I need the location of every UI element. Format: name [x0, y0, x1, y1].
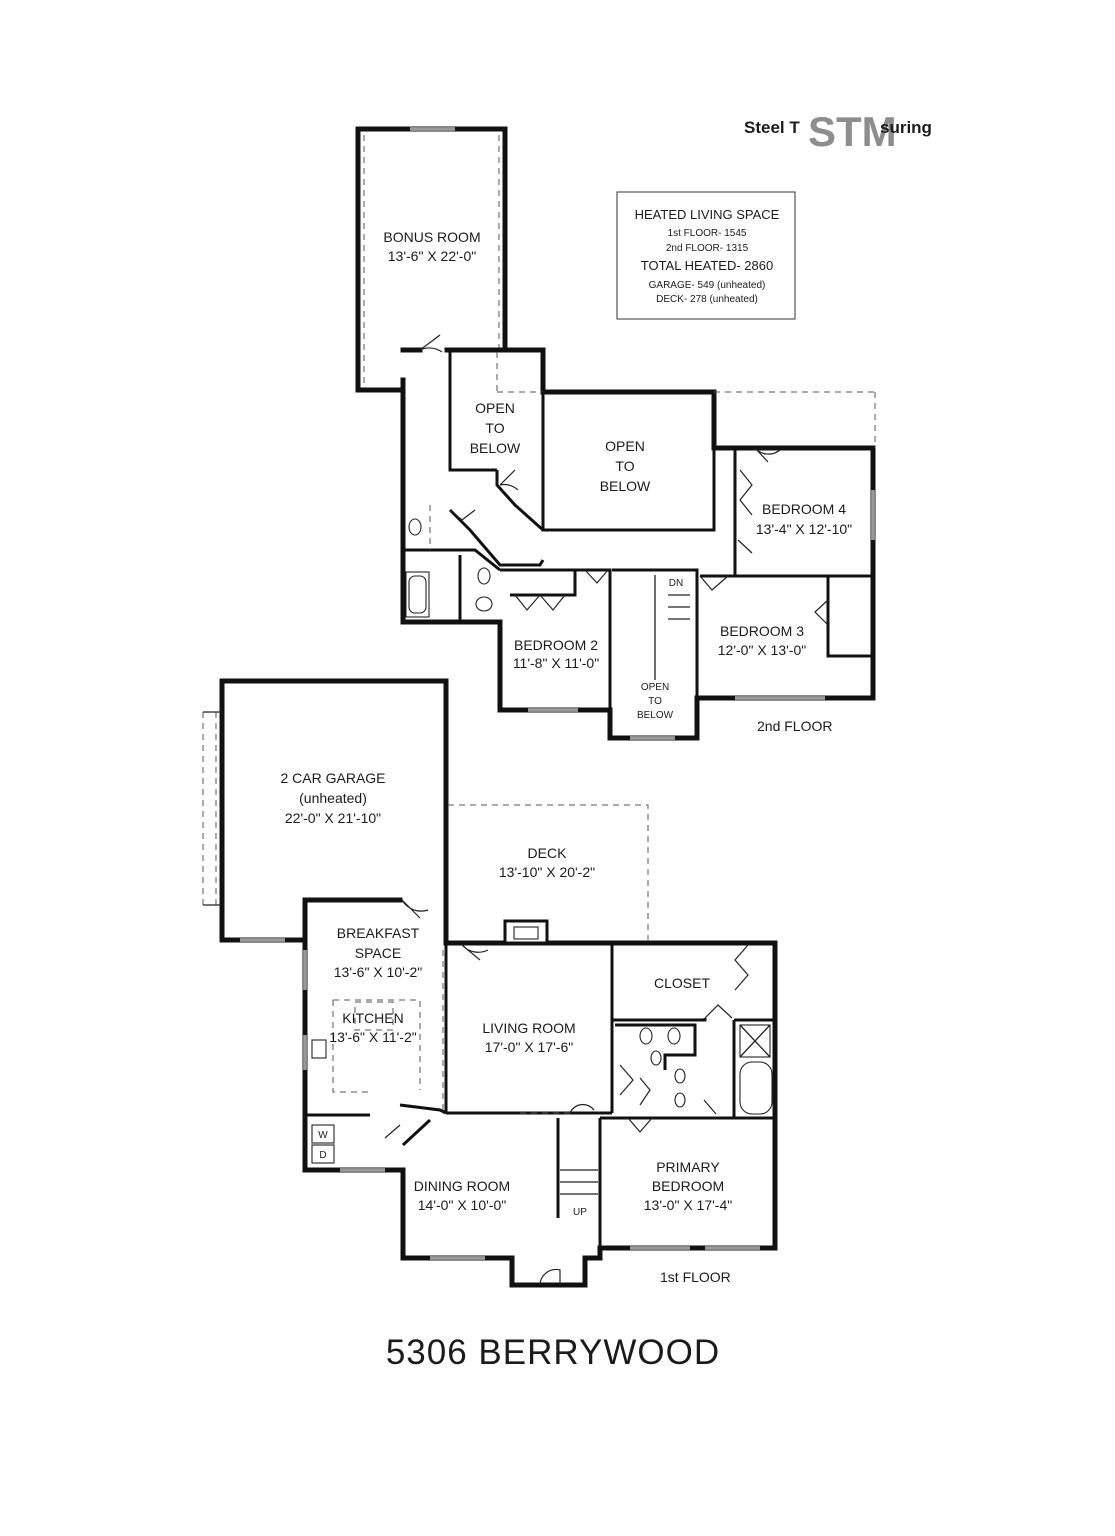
company-logo: STM Steel T suring — [744, 108, 932, 155]
washer-label: W — [318, 1130, 328, 1141]
address-title: 5306 BERRYWOOD — [386, 1333, 720, 1372]
second-floor-outer-wall — [400, 347, 876, 741]
stair-up-label: UP — [573, 1207, 587, 1218]
bedroom-3-size: 12'-0" X 13'-0" — [718, 642, 806, 658]
first-floor-outer-wall — [302, 897, 778, 1288]
primary-bedroom-size: 13'-0" X 17'-4" — [644, 1197, 732, 1213]
deck-size: 13'-10" X 20'-2" — [499, 864, 595, 880]
open-below-stair-2: TO — [648, 696, 662, 707]
logo-mark: STM — [808, 108, 897, 155]
open-below-center-3: BELOW — [600, 478, 651, 494]
primary-bedroom-label-1: PRIMARY — [656, 1159, 720, 1175]
living-room-label: LIVING ROOM — [482, 1020, 575, 1036]
summary-total: TOTAL HEATED- 2860 — [641, 258, 773, 273]
open-below-stair-1: OPEN — [641, 682, 669, 693]
open-below-center-1: OPEN — [605, 438, 645, 454]
dining-room-label: DINING ROOM — [414, 1178, 510, 1194]
breakfast-label-1: BREAKFAST — [337, 925, 420, 941]
square-footage-summary: HEATED LIVING SPACE 1st FLOOR- 1545 2nd … — [616, 191, 796, 320]
garage-note: (unheated) — [299, 790, 367, 806]
dining-room-size: 14'-0" X 10'-0" — [418, 1197, 506, 1213]
open-below-left-1: OPEN — [475, 400, 515, 416]
closet-label: CLOSET — [654, 975, 710, 991]
garage-label: 2 CAR GARAGE — [280, 770, 385, 786]
primary-bedroom-label-2: BEDROOM — [652, 1178, 724, 1194]
second-floor-label: 2nd FLOOR — [757, 718, 832, 734]
bedroom-3-label: BEDROOM 3 — [720, 623, 804, 639]
bedroom-2-label: BEDROOM 2 — [514, 637, 598, 653]
dryer-label: D — [319, 1150, 326, 1161]
open-below-center-2: TO — [615, 458, 634, 474]
first-floor-label: 1st FLOOR — [660, 1269, 731, 1285]
summary-deck: DECK- 278 (unheated) — [656, 294, 758, 305]
garage-size: 22'-0" X 21'-10" — [285, 810, 381, 826]
living-room-size: 17'-0" X 17'-6" — [485, 1039, 573, 1055]
first-floor-plan: UP W D — [202, 678, 778, 1288]
summary-first-floor: 1st FLOOR- 1545 — [668, 228, 747, 239]
breakfast-label-2: SPACE — [355, 945, 401, 961]
bonus-room-size: 13'-6" X 22'-0" — [388, 248, 476, 264]
summary-garage: GARAGE- 549 (unheated) — [649, 280, 766, 291]
company-name-right: suring — [880, 118, 932, 137]
kitchen-label: KITCHEN — [342, 1010, 403, 1026]
kitchen-size: 13'-6" X 11'-2" — [329, 1029, 416, 1045]
bedroom-2-size: 11'-8" X 11'-0" — [513, 655, 599, 671]
company-name-left: Steel T — [744, 118, 800, 137]
bedroom-4-label: BEDROOM 4 — [762, 501, 846, 517]
open-below-left-2: TO — [485, 420, 504, 436]
open-below-stair-3: BELOW — [637, 710, 674, 721]
bedroom-4-size: 13'-4" X 12'-10" — [756, 521, 852, 537]
summary-heading: HEATED LIVING SPACE — [635, 207, 780, 222]
deck-label: DECK — [528, 845, 568, 861]
bonus-room-label: BONUS ROOM — [383, 229, 480, 245]
open-below-left-3: BELOW — [470, 440, 521, 456]
stair-down-label: DN — [669, 578, 683, 589]
garage-wall — [219, 678, 449, 943]
summary-second-floor: 2nd FLOOR- 1315 — [666, 243, 749, 254]
second-floor-plan: DN BONUS ROOM 13'-6" X 22'-0" OPEN TO BE… — [355, 126, 876, 741]
breakfast-size: 13'-6" X 10'-2" — [334, 964, 422, 980]
